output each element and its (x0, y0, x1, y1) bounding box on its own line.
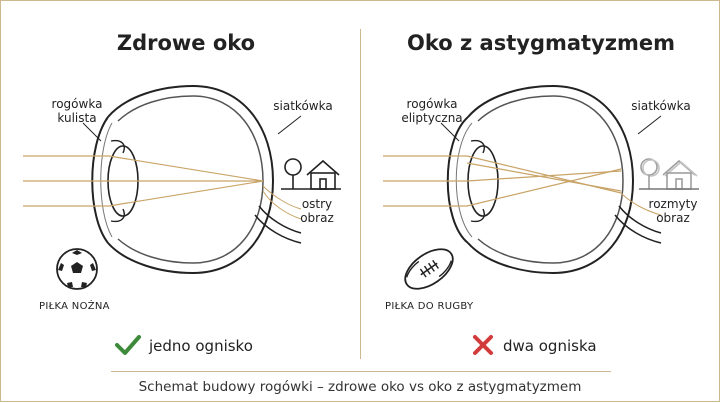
optic-nerve (254, 205, 302, 244)
astigmatic-rays (383, 155, 662, 216)
footer-rule (111, 371, 611, 372)
footer-caption: Schemat budowy rogówki – zdrowe oko vs o… (138, 379, 582, 395)
healthy-eye (91, 84, 302, 275)
rugby-ball-icon (404, 248, 454, 290)
check-icon (115, 335, 141, 355)
center-divider (360, 29, 361, 359)
image-label-left: ostry obraz (300, 197, 334, 225)
blurred-tree-icon (640, 158, 660, 189)
soccer-ball-icon (56, 248, 98, 290)
blurred-house-icon (662, 159, 698, 190)
healthy-eye-title: Zdrowe oko (116, 31, 256, 55)
iris-bottom (110, 208, 125, 223)
tree-icon (284, 158, 302, 189)
ball-label-left: PIŁKA NOŻNA (39, 301, 110, 312)
healthy-rays (23, 155, 302, 220)
cornea-label-right: rogówka eliptyczna (401, 97, 463, 125)
ball-label-right: PIŁKA DO RUGBY (385, 301, 474, 312)
iris-top (110, 139, 125, 154)
astigmatic-eye (446, 84, 662, 275)
astigmatic-eye-title: Oko z astygmatyzmem (407, 31, 675, 55)
house-icon (306, 159, 340, 190)
healthy-cornea (91, 116, 109, 244)
result-right: dwa ogniska (503, 337, 597, 355)
eyeball-inner (117, 95, 264, 264)
image-label-right: rozmyty obraz (648, 197, 698, 225)
eyeball-outline (107, 84, 275, 275)
retina-label-left: siatkówka (273, 99, 333, 113)
retina-label-right: siatkówka (631, 99, 691, 113)
result-left: jedno ognisko (149, 337, 253, 355)
elliptic-cornea (446, 116, 469, 244)
cross-icon (473, 335, 493, 355)
cornea-inner (100, 122, 113, 238)
cornea-label-left: rogówka kulista (51, 97, 103, 125)
